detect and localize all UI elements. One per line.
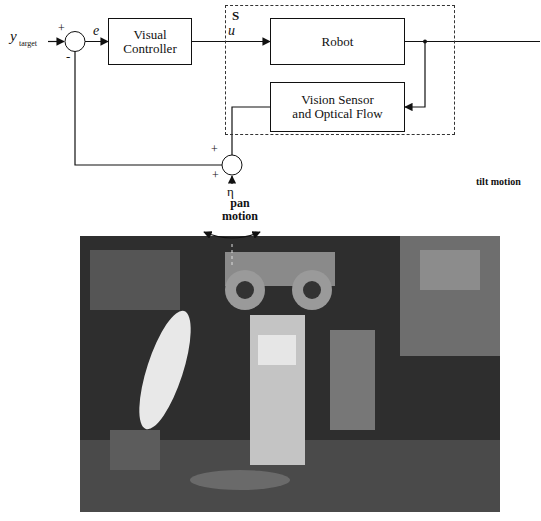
signal-name: u [227, 23, 236, 38]
sign-mark: + [211, 143, 218, 156]
summing-junction [65, 32, 85, 52]
process-box: Robot [270, 18, 405, 65]
signal-name: e [92, 23, 100, 38]
signal-subscript: target [19, 40, 37, 49]
subsystem-box: S RobotVision Sensor and Optical Flow [225, 5, 455, 135]
motion-label: pan motion [214, 197, 266, 223]
summing-junction [222, 155, 242, 175]
output-line [425, 41, 540, 42]
noise-arrow [231, 176, 232, 184]
sensor-box: Vision Sensor and Optical Flow [270, 82, 405, 132]
box-label: Robot [322, 35, 354, 49]
box-label: Vision Sensor and Optical Flow [292, 93, 384, 121]
controller-box: Visual Controller [108, 18, 192, 65]
sign-mark: + [58, 22, 65, 35]
group-label: S [232, 9, 239, 23]
sign-mark: + [212, 169, 219, 182]
signal-name: y [10, 28, 17, 45]
sign-mark: - [66, 50, 70, 64]
input-line [48, 41, 64, 42]
robot-photo [80, 236, 500, 512]
motion-label: tilt motion [476, 176, 521, 187]
signal-arrow [405, 42, 425, 108]
box-label: Visual Controller [112, 28, 188, 56]
pan-axis [232, 244, 233, 268]
signal-arrow [192, 41, 270, 42]
pan-arrow [204, 232, 260, 238]
